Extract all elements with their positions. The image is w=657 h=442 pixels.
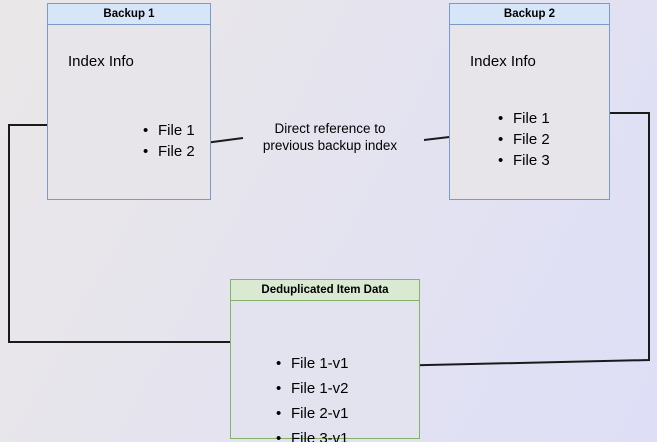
node-backup-1-file-list: File 1 File 2 xyxy=(143,120,195,162)
node-backup-2-section-label: Index Info xyxy=(470,53,536,70)
list-item: File 2 xyxy=(143,141,195,162)
node-backup-1-header: Backup 1 xyxy=(48,4,210,25)
node-backup-2-file-list: File 1 File 2 File 3 xyxy=(498,108,550,171)
annotation-direct-reference: Direct reference to previous backup inde… xyxy=(245,120,415,154)
annotation-line-1: Direct reference to xyxy=(274,121,386,136)
annotation-line-2: previous backup index xyxy=(262,138,398,153)
list-item: File 3-v1 xyxy=(276,426,349,442)
node-backup-1-section-label: Index Info xyxy=(68,53,134,70)
list-item: File 1 xyxy=(498,108,550,129)
node-deduplicated-item-data-header: Deduplicated Item Data xyxy=(231,280,419,301)
node-backup-2-header: Backup 2 xyxy=(450,4,609,25)
node-deduplicated-item-data-body: File 1-v1 File 1-v2 File 2-v1 File 3-v1 xyxy=(231,301,419,442)
list-item: File 2 xyxy=(498,129,550,150)
list-item: File 1-v1 xyxy=(276,351,349,376)
node-backup-2[interactable]: Backup 2 Index Info File 1 File 2 File 3 xyxy=(449,3,610,200)
node-backup-2-body: Index Info File 1 File 2 File 3 xyxy=(450,25,609,199)
list-item: File 1-v2 xyxy=(276,376,349,401)
list-item: File 1 xyxy=(143,120,195,141)
node-deduplicated-item-data[interactable]: Deduplicated Item Data File 1-v1 File 1-… xyxy=(230,279,420,442)
list-item: File 3 xyxy=(498,150,550,171)
node-deduplicated-file-list: File 1-v1 File 1-v2 File 2-v1 File 3-v1 xyxy=(276,351,349,442)
list-item: File 2-v1 xyxy=(276,401,349,426)
node-backup-1[interactable]: Backup 1 Index Info File 1 File 2 xyxy=(47,3,211,200)
node-backup-1-body: Index Info File 1 File 2 xyxy=(48,25,210,199)
